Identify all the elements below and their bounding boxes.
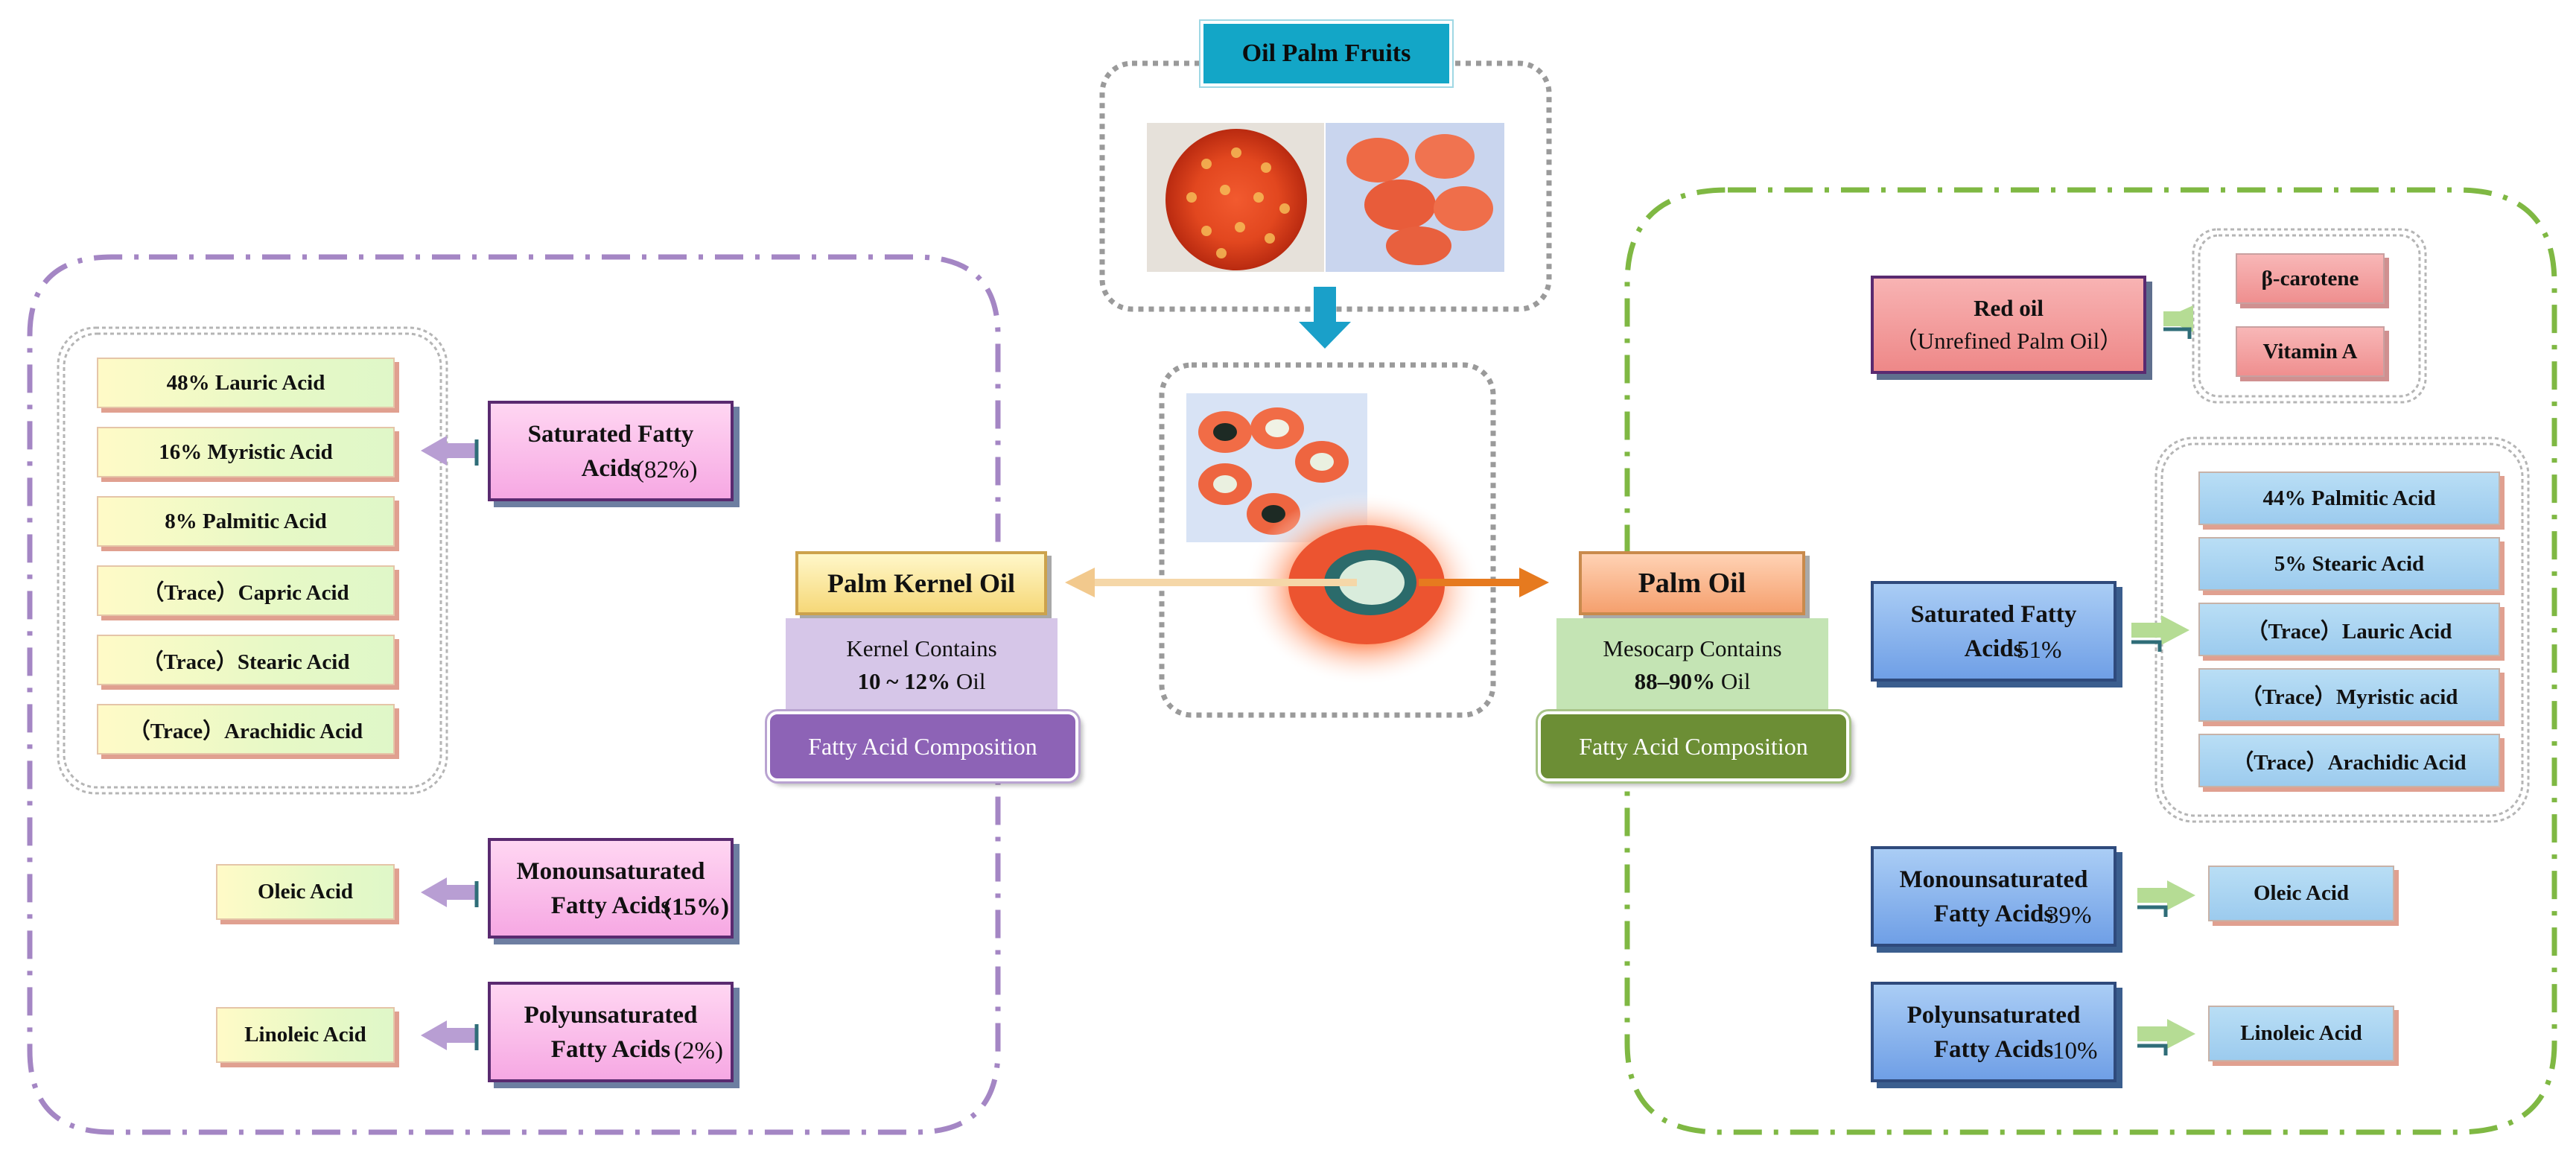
palm-sat-item: 5% Stearic Acid [2198,537,2500,591]
cut-fruit-photo [1186,393,1482,685]
kernel-mono-pct: (15%) [664,894,729,921]
palm-oil-suffix: Oil [1715,667,1751,694]
palm-poly-arrow-icon [2137,1019,2195,1055]
kernel-mono-box: Monounsaturated Fatty Acids (15%) [488,838,734,939]
kernel-mono-label: Monounsaturated Fatty Acids [516,857,705,919]
kernel-poly-pct: (2%) [674,1038,723,1064]
fruitlets-photo [1326,123,1504,272]
kernel-saturated-group-frame [57,326,448,795]
palm-saturated-box: Saturated Fatty Acids 51% [1871,581,2117,682]
red-oil-group-frame [2192,228,2427,404]
palm-mono-box: Monounsaturated Fatty Acids 39% [1871,846,2117,947]
arrow-to-palm-icon [1419,568,1549,597]
kernel-fatty-acid-composition: Fatty Acid Composition [767,711,1078,781]
palm-sat-item: 44% Palmitic Acid [2198,471,2500,525]
palm-mono-arrow-icon [2137,880,2195,917]
palm-saturated-pct: 51% [2017,637,2062,664]
palm-oil-range: 88–90% [1634,667,1716,694]
kernel-sat-item: 48% Lauric Acid [97,358,395,408]
kernel-sat-item: （Trace）Capric Acid [97,565,395,616]
kernel-contains-box: Kernel Contains 10 ~ 12% Oil [786,618,1058,711]
palm-contains-line1: Mesocarp Contains [1603,635,1782,661]
kernel-sat-item: 8% Palmitic Acid [97,496,395,547]
palm-poly-box: Polyunsaturated Fatty Acids 10% [1871,982,2117,1082]
palm-sat-arrow-icon [2131,615,2189,652]
palm-sat-item: （Trace）Arachidic Acid [2198,734,2500,787]
palm-fatty-acid-composition: Fatty Acid Composition [1538,711,1849,781]
kernel-frame [27,254,1001,1135]
palm-mono-label: Monounsaturated Fatty Acids [1899,866,2088,927]
kernel-mono-item: Oleic Acid [216,864,395,920]
kernel-sat-item: 16% Myristic Acid [97,427,395,477]
palm-mono-item: Oleic Acid [2208,866,2394,921]
kernel-poly-label: Polyunsaturated Fatty Acids [524,1001,698,1063]
kernel-sat-item: （Trace）Stearic Acid [97,635,395,685]
palm-sat-item: （Trace）Lauric Acid [2198,603,2500,656]
red-oil-item: β-carotene [2236,253,2385,304]
palm-poly-label: Polyunsaturated Fatty Acids [1906,1001,2081,1063]
kernel-oil-suffix: Oil [950,667,986,694]
palm-oil-title: Palm Oil [1579,551,1805,615]
palm-poly-pct: 10% [2052,1038,2098,1064]
kernel-oil-range: 10 ~ 12% [857,667,951,694]
palm-kernel-oil-title: Palm Kernel Oil [795,551,1047,615]
kernel-poly-item: Linoleic Acid [216,1007,395,1063]
kernel-saturated-pct: (82%) [636,457,698,483]
palm-red-arrow-icon [2163,305,2193,339]
kernel-sat-item: （Trace）Arachidic Acid [97,704,395,755]
palm-sat-item: （Trace）Myristic acid [2198,668,2500,722]
palm-contains-box: Mesocarp Contains 88–90% Oil [1556,618,1828,711]
red-oil-sub: （Unrefined Palm Oil） [1894,328,2123,354]
fruit-bunch-photo [1147,123,1324,272]
oil-palm-fruits-title: Oil Palm Fruits [1200,21,1452,86]
cut-fruit-frame [1159,362,1496,718]
kernel-poly-arrow-icon [421,1020,479,1050]
arrow-to-kernel-icon [1065,568,1357,597]
kernel-poly-box: Polyunsaturated Fatty Acids (2%) [488,982,734,1082]
palm-saturated-label: Saturated Fatty Acids [1910,600,2077,662]
red-oil-item: Vitamin A [2236,326,2385,377]
kernel-contains-line1: Kernel Contains [846,635,997,661]
palm-poly-item: Linoleic Acid [2208,1006,2394,1061]
kernel-sat-arrow-icon [421,436,479,466]
red-oil-box: Red oil （Unrefined Palm Oil） [1871,276,2146,374]
kernel-mono-arrow-icon [421,877,479,907]
red-oil-label: Red oil [1974,295,2044,321]
down-arrow-icon [1299,287,1351,349]
kernel-saturated-box: Saturated Fatty Acids (82%) [488,401,734,501]
palm-mono-pct: 39% [2047,902,2092,929]
kernel-saturated-label: Saturated Fatty Acids [527,420,694,482]
